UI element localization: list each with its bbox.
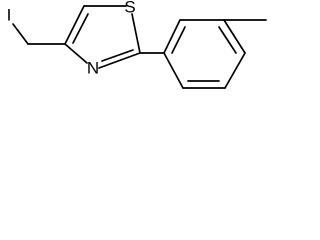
bond-n-c4	[64, 43, 88, 64]
benzene-bond-1	[163, 19, 181, 54]
thiazole-ring	[64, 5, 141, 69]
bond-c2-n	[98, 52, 141, 69]
bond-c2-n-inner	[101, 49, 134, 62]
benzene-bond-6	[163, 52, 184, 89]
bond-c4-c5-inner	[72, 13, 89, 44]
benzene-bond-3-inner	[218, 26, 237, 54]
atom-label-nitrogen: N	[87, 59, 99, 78]
bond-s-c2	[131, 13, 141, 54]
bond-i-ch2	[12, 23, 29, 45]
atom-label-sulfur: S	[124, 0, 135, 17]
chemical-structure-diagram: I S N	[7, 0, 267, 89]
benzene-bond-3	[223, 19, 246, 54]
benzene-ring	[163, 19, 246, 89]
iodomethyl-group	[12, 23, 66, 45]
atom-label-iodine: I	[7, 6, 12, 25]
bond-c4-c5	[64, 5, 85, 45]
benzene-bond-1-inner	[171, 26, 186, 54]
benzene-bond-4	[224, 52, 246, 89]
